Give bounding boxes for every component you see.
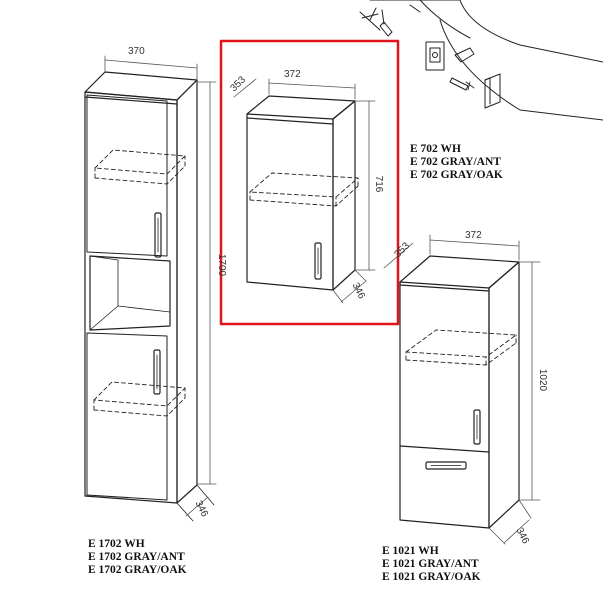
model-name: E 1702 GRAY/OAK — [88, 564, 187, 576]
wall-model-list: E 702 WH E 702 GRAY/ANT E 702 GRAY/OAK — [410, 143, 503, 182]
mid-depth-top-label: 353 — [392, 240, 412, 260]
wall-mount-bracket-icon — [359, 0, 603, 121]
mid-cabinet — [399, 255, 520, 529]
model-name: E 702 WH — [410, 143, 461, 155]
mid-width-label: 372 — [465, 230, 482, 241]
highlight-frame — [219, 39, 400, 326]
model-name: E 1021 GRAY/OAK — [382, 571, 481, 583]
model-name: E 702 GRAY/OAK — [410, 169, 503, 181]
wall-height-label: 716 — [373, 176, 384, 193]
wall-depth-label: 346 — [350, 281, 368, 301]
model-name: E 1702 WH — [88, 538, 145, 550]
tall-model-list: E 1702 WH E 1702 GRAY/ANT E 1702 GRAY/OA… — [88, 538, 187, 577]
model-name: E 1702 GRAY/ANT — [88, 551, 185, 563]
tall-depth-label: 346 — [193, 499, 211, 519]
model-name: E 1021 GRAY/ANT — [382, 558, 479, 570]
wall-width-label: 372 — [284, 69, 301, 80]
mid-door-handle-icon — [473, 409, 481, 445]
mid-drawer-handle-icon — [425, 461, 467, 470]
model-name: E 1021 WH — [382, 545, 439, 557]
wall-depth-top-label: 353 — [228, 74, 248, 94]
tall-cabinet — [84, 71, 215, 522]
wall-handle-icon — [314, 242, 322, 280]
model-name: E 702 GRAY/ANT — [410, 156, 501, 168]
mid-model-list: E 1021 WH E 1021 GRAY/ANT E 1021 GRAY/OA… — [382, 545, 481, 584]
tall-height-label: 1700 — [216, 254, 227, 277]
mid-depth-label: 346 — [514, 526, 532, 546]
tall-upper-handle-icon — [154, 212, 162, 258]
tall-lower-handle-icon — [153, 349, 161, 395]
mid-height-label: 1020 — [537, 369, 548, 392]
wall-cabinet — [246, 95, 359, 291]
tall-width-label: 370 — [128, 46, 145, 57]
